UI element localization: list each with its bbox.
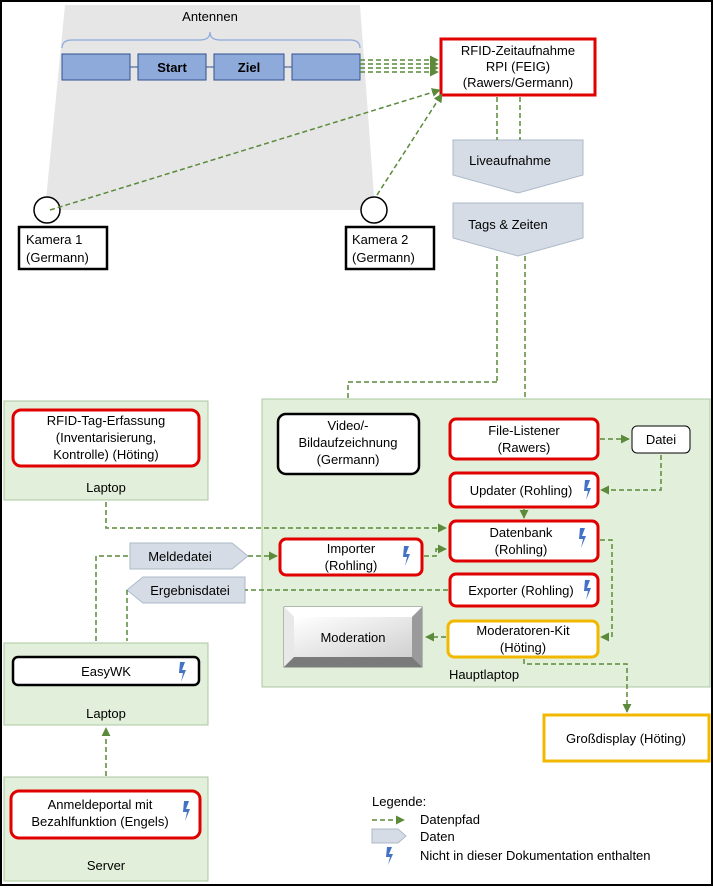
- antenna-segment: [61, 53, 131, 81]
- rfid-tag-line: RFID-Tag-Erfassung: [47, 413, 165, 428]
- anmeldeportal-box: [9, 789, 202, 840]
- lightning-icon: [584, 480, 591, 500]
- tags-zeiten-label: Tags & Zeiten: [468, 217, 548, 232]
- datenbank-line: (Rohling): [495, 542, 548, 557]
- importer-box: [278, 537, 424, 577]
- antenna-field: [45, 5, 375, 210]
- datenbank-box: [448, 519, 600, 563]
- legend-title: Legende:: [372, 794, 426, 809]
- laptop-easywk-label: Laptop: [86, 706, 126, 721]
- lightning-icon: [179, 662, 186, 682]
- grossdisplay-box: [542, 713, 711, 763]
- ergebnisdatei-label: Ergebnisdatei: [150, 583, 230, 598]
- rfid-timing-box: [439, 37, 597, 97]
- file-listener-line: File-Listener: [488, 423, 560, 438]
- internal-data-paths: [95, 434, 662, 776]
- camera2-line: (Germann): [352, 250, 415, 265]
- antenna-ziel-label: Ziel: [238, 60, 260, 75]
- file-listener-box: [448, 417, 600, 461]
- antenna-bar: Start Ziel: [61, 53, 361, 81]
- legend-data-swatch: [371, 828, 407, 844]
- camera2-line: Kamera 2: [352, 232, 408, 247]
- exporter-label: Exporter (Rohling): [468, 583, 574, 598]
- updater-label: Updater (Rohling): [470, 483, 573, 498]
- camera-data-paths: [49, 88, 443, 211]
- lightning-icon: [403, 546, 410, 566]
- datenbank-line: Datenbank: [490, 525, 553, 540]
- data-liveaufnahme: [452, 139, 584, 194]
- updater-box: [448, 471, 600, 509]
- data-meldedatei: [129, 542, 249, 570]
- exporter-box: [448, 572, 600, 608]
- video-line: Video/-: [328, 418, 369, 433]
- legend-item: Nicht in dieser Dokumentation enthalten: [420, 848, 651, 863]
- datei-box: [631, 425, 691, 454]
- antenna-data-paths: [360, 55, 439, 77]
- liveaufnahme-label: Liveaufnahme: [469, 153, 551, 168]
- video-box: [276, 412, 421, 476]
- anmeldeportal-line: Bezahlfunktion (Engels): [31, 814, 168, 829]
- anmeldeportal-line: Anmeldeportal mit: [48, 797, 153, 812]
- camera1-icon: [33, 196, 61, 224]
- moderatoren-kit-box: [446, 619, 600, 659]
- server-label: Server: [87, 858, 126, 873]
- file-listener-line: (Rawers): [498, 440, 551, 455]
- laptop-rfid-label: Laptop: [86, 480, 126, 495]
- easywk-label: EasyWK: [81, 664, 131, 679]
- camera1-line: (Germann): [26, 250, 89, 265]
- moderatoren-kit-line: Moderatoren-Kit: [476, 623, 570, 638]
- lightning-icon: [584, 580, 591, 600]
- rfid-timing-line: RFID-Zeitaufnahme: [461, 43, 575, 58]
- camera1-box: [17, 225, 109, 271]
- rfid-tag-line: Kontrolle) (Höting): [53, 447, 159, 462]
- legend-item: Daten: [420, 829, 455, 844]
- rfid-tag-line: (Inventarisierung,: [56, 430, 156, 445]
- moderatoren-kit-line: (Höting): [500, 640, 546, 655]
- legend-item: Datenpfad: [420, 812, 480, 827]
- grossdisplay-label: Großdisplay (Höting): [566, 731, 686, 746]
- main-laptop-label: Hauptlaptop: [449, 667, 519, 682]
- datei-label: Datei: [646, 432, 676, 447]
- moderation-label: Moderation: [320, 630, 385, 645]
- meldedatei-label: Meldedatei: [148, 549, 212, 564]
- rfid-tag-erfassung-box: [11, 408, 201, 468]
- antennas-title: Antennen: [182, 9, 238, 24]
- antenna-segment: [291, 53, 361, 81]
- camera2-icon: [360, 196, 388, 224]
- lightning-icon: [183, 801, 190, 821]
- video-line: Bildaufzeichnung: [298, 435, 397, 450]
- lightning-icon: [386, 847, 393, 865]
- importer-line: (Rohling): [325, 558, 378, 573]
- camera1-line: Kamera 1: [26, 232, 82, 247]
- antenna-start-label: Start: [157, 60, 187, 75]
- legend: Legende: Datenpfad Daten Nicht in dieser…: [371, 794, 651, 865]
- lightning-icon: [579, 528, 586, 548]
- importer-line: Importer: [327, 541, 376, 556]
- antenna-brace: [61, 31, 361, 49]
- camera2-box: [344, 225, 436, 271]
- data-tags-zeiten: [452, 202, 584, 257]
- rfid-timing-line: (Rawers/Germann): [463, 75, 574, 90]
- video-line: (Germann): [317, 452, 380, 467]
- easywk-box: [11, 655, 201, 687]
- rfid-timing-line: RPI (FEIG): [486, 59, 550, 74]
